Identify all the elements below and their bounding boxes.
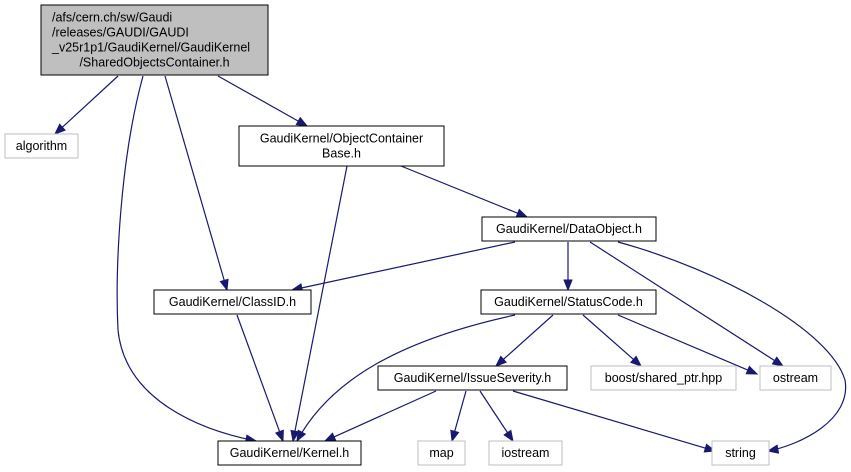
edge-objectcontainerbase-to-kernel — [290, 165, 348, 443]
node-label-line: map — [429, 446, 453, 460]
node-box[interactable] — [217, 440, 362, 466]
arrowhead-icon — [515, 208, 529, 218]
edge-line — [502, 314, 554, 361]
edge-line — [300, 241, 516, 289]
arrowhead-icon — [290, 429, 300, 443]
node-label-line: iostream — [502, 446, 550, 460]
edge-dataobject-to-ostream — [589, 241, 785, 367]
node-label-line: GaudiKernel/Kernel.h — [230, 446, 350, 460]
node-boost-shared-ptr: boost/shared_ptr.hpp — [590, 365, 737, 391]
node-ostream: ostream — [759, 365, 832, 391]
node-label-line: string — [725, 446, 756, 460]
node-root[interactable]: /afs/cern.ch/sw/Gaudi/releases/GAUDI/GAU… — [40, 4, 269, 76]
arrowhead-icon — [54, 123, 66, 135]
node-classid[interactable]: GaudiKernel/ClassID.h — [153, 289, 312, 315]
node-kernel[interactable]: GaudiKernel/Kernel.h — [217, 440, 362, 466]
edge-line — [617, 241, 847, 452]
edge-issueseverity-to-iostream — [479, 390, 514, 443]
edge-line — [296, 314, 516, 442]
node-box — [590, 365, 737, 391]
node-label-line: _v25r1p1/GaudiKernel/GaudiKernel — [51, 41, 250, 55]
node-label-line: ostream — [773, 371, 818, 385]
edge-objectcontainerbase-to-dataobject — [400, 165, 529, 218]
arrowhead-icon — [296, 429, 307, 443]
node-box[interactable] — [481, 216, 657, 242]
node-string: string — [711, 440, 770, 466]
edge-line — [617, 314, 749, 372]
node-label-line: GaudiKernel/ObjectContainer — [260, 132, 423, 146]
arrowhead-icon — [629, 355, 643, 367]
arrowhead-icon — [563, 279, 573, 292]
node-issueseverity[interactable]: GaudiKernel/IssueSeverity.h — [377, 365, 568, 391]
node-box[interactable] — [377, 365, 568, 391]
edge-line — [217, 75, 300, 123]
arrowhead-icon — [745, 365, 759, 375]
edge-line — [164, 75, 226, 282]
arrowhead-icon — [219, 278, 229, 292]
edge-line — [512, 390, 707, 450]
node-iostream: iostream — [488, 440, 563, 466]
node-label-line: GaudiKernel/StatusCode.h — [494, 295, 643, 309]
arrowhead-icon — [450, 429, 460, 443]
edge-line — [294, 165, 348, 433]
edge-line — [453, 390, 467, 433]
node-box — [4, 133, 79, 159]
edge-statuscode-to-kernel — [296, 314, 516, 443]
edge-root-to-objectcontainerbase — [217, 75, 309, 127]
node-box — [711, 440, 770, 466]
edge-line — [116, 75, 257, 442]
node-box[interactable] — [40, 4, 269, 76]
node-box[interactable] — [480, 289, 657, 315]
arrowhead-icon — [494, 355, 507, 367]
edge-line — [400, 165, 519, 215]
node-label-line: algorithm — [16, 139, 67, 153]
edge-line — [589, 241, 776, 362]
node-box — [417, 440, 466, 466]
edge-issueseverity-to-map — [450, 390, 467, 443]
arrowhead-icon — [323, 432, 337, 442]
node-algorithm: algorithm — [4, 133, 79, 159]
node-label-line: /releases/GAUDI/GAUDI — [52, 26, 189, 40]
node-statuscode[interactable]: GaudiKernel/StatusCode.h — [480, 289, 657, 315]
node-label-line: /SharedObjectsContainer.h — [79, 56, 229, 70]
edge-dataobject-to-statuscode — [563, 242, 573, 292]
edge-line — [332, 390, 437, 438]
edges-layer — [54, 75, 847, 454]
edge-line — [582, 314, 635, 361]
node-label-line: GaudiKernel/DataObject.h — [496, 222, 642, 236]
node-box[interactable] — [238, 125, 445, 167]
edge-statuscode-to-ostream — [617, 314, 759, 375]
arrowhead-icon — [766, 444, 780, 454]
arrowhead-icon — [771, 356, 785, 367]
node-label-line: GaudiKernel/IssueSeverity.h — [394, 371, 552, 385]
edge-line — [61, 75, 119, 129]
nodes-layer: /afs/cern.ch/sw/Gaudi/releases/GAUDI/GAU… — [4, 4, 832, 466]
node-box — [488, 440, 563, 466]
arrowhead-icon — [274, 429, 284, 443]
edge-classid-to-kernel — [236, 314, 284, 443]
edge-issueseverity-to-kernel — [323, 390, 437, 442]
node-label-line: boost/shared_ptr.hpp — [605, 371, 722, 385]
arrowhead-icon — [295, 116, 309, 127]
edge-root-to-classid — [164, 75, 229, 292]
node-label-line: /afs/cern.ch/sw/Gaudi — [52, 11, 172, 25]
arrowhead-icon — [503, 429, 514, 443]
edge-statuscode-to-boost_shared_ptr — [582, 314, 643, 367]
edge-line — [236, 314, 281, 433]
node-label-line: GaudiKernel/ClassID.h — [169, 295, 296, 309]
edge-line — [479, 390, 509, 434]
edge-root-to-algorithm — [54, 75, 119, 135]
node-label-line: Base.h — [322, 147, 361, 161]
edge-dataobject-to-classid — [290, 241, 516, 293]
edge-statuscode-to-issueseverity — [494, 314, 554, 367]
node-box[interactable] — [153, 289, 312, 315]
edge-dataobject-to-string — [617, 241, 847, 454]
edge-root-to-kernel — [116, 75, 258, 444]
node-map: map — [417, 440, 466, 466]
node-dataobject[interactable]: GaudiKernel/DataObject.h — [481, 216, 657, 242]
node-box — [759, 365, 832, 391]
